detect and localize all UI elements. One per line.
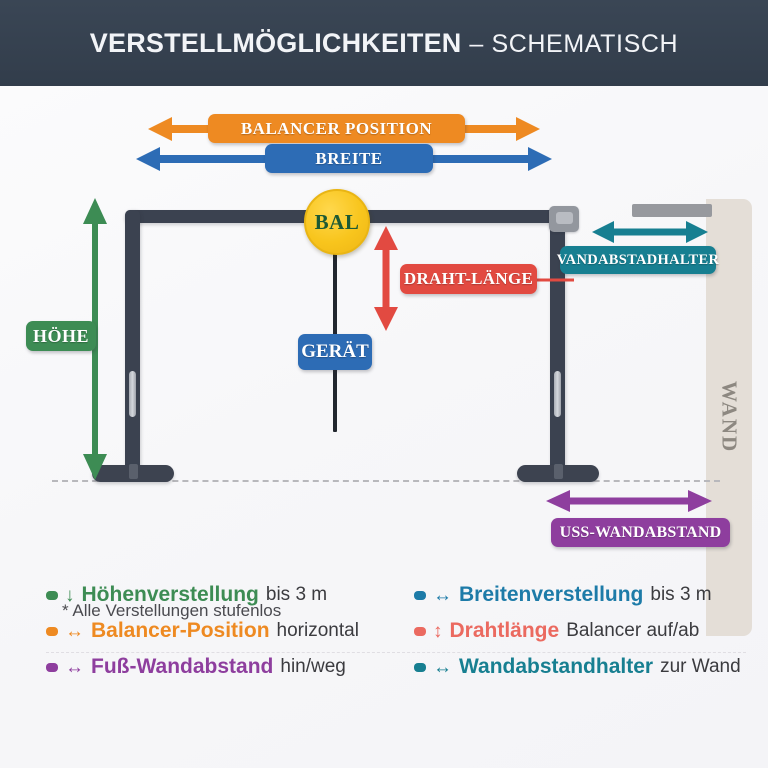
legend-term: Drahtlänge <box>449 619 560 642</box>
legend-dot-teal <box>414 662 426 672</box>
left-post-handle <box>129 371 136 417</box>
legend-desc: horizontal <box>276 620 359 641</box>
legend-item-drahtlaenge: ↕ Drahtlänge Balancer auf/ab <box>392 619 768 643</box>
stand-left-post <box>125 210 140 472</box>
legend-item-hoehenverstellung: ↓ Höhenverstellung bis 3 m <box>0 583 392 607</box>
legend-dot-red <box>414 626 426 636</box>
hoehe-label: HÖHE <box>26 321 96 351</box>
draht-laenge-leader-line <box>534 278 574 282</box>
balancer-wire <box>333 216 337 432</box>
legend-arrow-leftright-icon: ↔ <box>65 620 84 642</box>
wandabstandhalter-label-text: VANDABSTADHALTER <box>556 251 720 268</box>
legend-dot-orange <box>46 626 58 636</box>
legend-item-balancer-position: ↔ Balancer-Position horizontal <box>0 619 392 643</box>
legend-desc: bis 3 m <box>650 584 712 605</box>
legend-item-breitenverstellung: ↔ Breitenverstellung bis 3 m <box>392 583 768 607</box>
legend-row: ↓ Höhenverstellung bis 3 m ↔ Breitenvers… <box>0 583 768 607</box>
right-foot-notch <box>554 464 563 479</box>
geraet-label-text: GERÄT <box>301 341 369 362</box>
legend-desc: zur Wand <box>660 656 741 677</box>
corner-joint-highlight <box>556 212 573 224</box>
wall-spacer-bar <box>632 204 712 217</box>
legend-arrow-down-icon: ↓ <box>65 584 75 606</box>
fuss-wandabstand-label: USS-WANDABSTAND <box>551 518 730 547</box>
draht-laenge-label: DRAHT-LÄNGE <box>400 264 537 294</box>
legend-item-fuss-wandabstand: ↔ Fuß-Wandabstand hin/weg <box>0 655 392 679</box>
legend-desc: hin/weg <box>280 656 346 677</box>
legend: ↓ Höhenverstellung bis 3 m ↔ Breitenvers… <box>0 583 768 691</box>
left-foot-notch <box>129 464 138 479</box>
balancer-node: BAL <box>304 189 370 255</box>
schematic-canvas: WAND BAL GERÄT <box>0 86 768 768</box>
page-title-light: – SCHEMATISCH <box>469 29 679 58</box>
footnote: * Alle Verstellungen stufenlos <box>62 601 282 620</box>
legend-term: Höhenverstellung <box>81 583 259 606</box>
geraet-label: GERÄT <box>298 334 372 370</box>
legend-row: ↔ Fuß-Wandabstand hin/weg ↔ Wandabstandh… <box>0 655 768 679</box>
legend-term: Balancer-Position <box>91 619 270 642</box>
fuss-wandabstand-arrow <box>546 490 712 512</box>
page-title: VERSTELLMÖGLICHKEITEN – SCHEMATISCH <box>90 28 678 59</box>
wall-label: WAND <box>706 199 752 636</box>
stand-right-post <box>550 210 565 472</box>
legend-dot-purple <box>46 662 58 672</box>
balancer-position-label-text: BALANCER POSITION <box>240 118 433 138</box>
legend-arrow-leftright-icon: ↔ <box>65 656 84 678</box>
draht-laenge-label-text: DRAHT-LÄNGE <box>403 269 534 288</box>
wandabstandhalter-label: VANDABSTADHALTER <box>556 246 720 274</box>
breite-label-text: BREITE <box>315 148 383 168</box>
legend-dot-green <box>46 590 58 600</box>
legend-arrow-leftright-icon: ↔ <box>433 656 452 678</box>
legend-arrow-updown-icon: ↕ <box>433 620 443 642</box>
legend-desc: bis 3 m <box>265 584 328 605</box>
legend-item-wandabstandhalter: ↔ Wandabstandhalter zur Wand <box>392 655 768 679</box>
right-post-handle <box>554 371 561 417</box>
legend-dot-blue <box>414 590 426 600</box>
breite-label: BREITE <box>265 144 433 173</box>
fuss-wandabstand-label-text: USS-WANDABSTAND <box>559 523 722 541</box>
wall-label-text: WAND <box>717 381 742 454</box>
legend-desc: Balancer auf/ab <box>566 620 700 641</box>
page-header: VERSTELLMÖGLICHKEITEN – SCHEMATISCH <box>0 0 768 86</box>
ground-line <box>52 480 720 482</box>
bottom-divider <box>46 652 746 653</box>
wandabstandhalter-arrow <box>592 221 708 243</box>
draht-laenge-arrow <box>374 226 398 331</box>
balancer-label: BAL <box>314 209 360 234</box>
legend-term: Wandabstandhalter <box>459 655 654 678</box>
legend-term: Fuß-Wandabstand <box>91 655 274 678</box>
balancer-position-label: BALANCER POSITION <box>208 114 465 143</box>
hoehe-label-text: HÖHE <box>32 325 89 346</box>
legend-row: ↔ Balancer-Position horizontal ↕ Drahtlä… <box>0 619 768 643</box>
legend-arrow-leftright-icon: ↔ <box>433 584 452 606</box>
legend-term: Breitenverstellung <box>459 583 644 606</box>
page-title-strong: VERSTELLMÖGLICHKEITEN <box>89 27 462 58</box>
